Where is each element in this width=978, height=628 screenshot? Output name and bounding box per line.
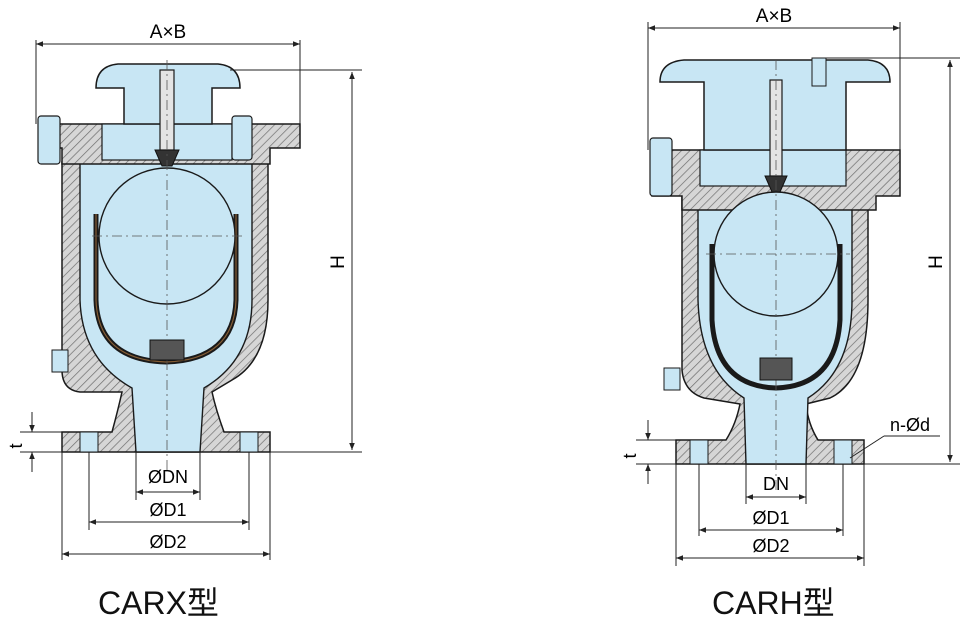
carx-bottom-seat [149, 339, 185, 361]
carx-left-bolt [37, 115, 61, 165]
carh-caption: CARH型 [712, 585, 835, 621]
carh-bottom-seat [759, 357, 793, 381]
carh-dim-bolts: n-Ød [890, 415, 930, 435]
carh-bolt-hole-right [833, 439, 853, 465]
carh-dim-h: H [926, 255, 947, 269]
carx-caption: CARX型 [98, 585, 219, 621]
carx-right-bolt [231, 115, 253, 161]
carx-bolt-hole-left [79, 431, 99, 453]
carh-top-screw [811, 57, 827, 87]
carx-valve [37, 60, 301, 470]
carh-dim-d1: ØD1 [752, 508, 789, 528]
carh-side-plug [663, 367, 681, 391]
carh-dimensions [636, 22, 960, 566]
carx-dim-d1: ØD1 [149, 500, 186, 520]
carh-dim-d2: ØD2 [752, 536, 789, 556]
carh-dim-ab: A×B [756, 6, 792, 27]
carh-valve [649, 57, 901, 490]
carx-dimensions [20, 40, 362, 560]
carx-nozzle [154, 149, 180, 167]
carx-dim-h: H [328, 255, 349, 269]
carh-bolt-hole-left [689, 439, 709, 465]
carx-dim-d2: ØD2 [149, 532, 186, 552]
carx-dim-ab: A×B [150, 22, 186, 43]
carx-dim-dn: ØDN [148, 467, 188, 487]
carx-side-plug [51, 349, 69, 373]
carh-dim-dn: DN [763, 474, 789, 494]
carx-bolt-hole-right [239, 431, 259, 453]
carx-dim-t: t [6, 443, 26, 448]
carh-left-bolt [649, 137, 673, 197]
carh-dim-t: t [620, 453, 640, 458]
